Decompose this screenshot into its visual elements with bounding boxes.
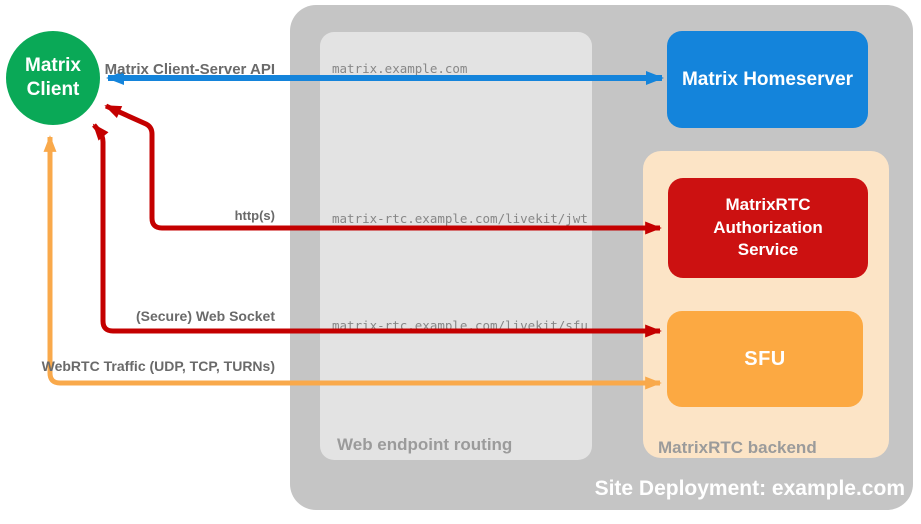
matrixrtc-backend-label: MatrixRTC backend <box>658 438 817 457</box>
matrix-homeserver-node: Matrix Homeserver <box>667 31 868 128</box>
arrow-label-websocket: (Secure) Web Socket <box>135 308 275 324</box>
arrow-label-https: http(s) <box>234 208 275 223</box>
web-endpoint-routing-label: Web endpoint routing <box>337 435 513 454</box>
arrow-label-webrtc-traffic: WebRTC Traffic (UDP, TCP, TURNs) <box>41 358 275 374</box>
matrixrtc-authorization-service-node: MatrixRTC Authorization Service <box>668 178 868 278</box>
matrix-client-node: Matrix Client <box>6 31 100 125</box>
matrixrtc-authorization-service-label: MatrixRTC Authorization Service <box>713 194 823 260</box>
endpoint-livekit-jwt: matrix-rtc.example.com/livekit/jwt <box>332 211 588 226</box>
web-endpoint-routing-box <box>320 32 592 460</box>
matrix-client-label: Matrix Client <box>25 55 81 100</box>
arrow-label-client-server-api: Matrix Client-Server API <box>104 61 275 78</box>
sfu-node: SFU <box>667 311 863 407</box>
site-deployment-title: Site Deployment: example.com <box>594 477 905 500</box>
endpoint-livekit-sfu: matrix-rtc.example.com/livekit/sfu <box>332 318 588 333</box>
endpoint-matrix: matrix.example.com <box>332 61 468 76</box>
